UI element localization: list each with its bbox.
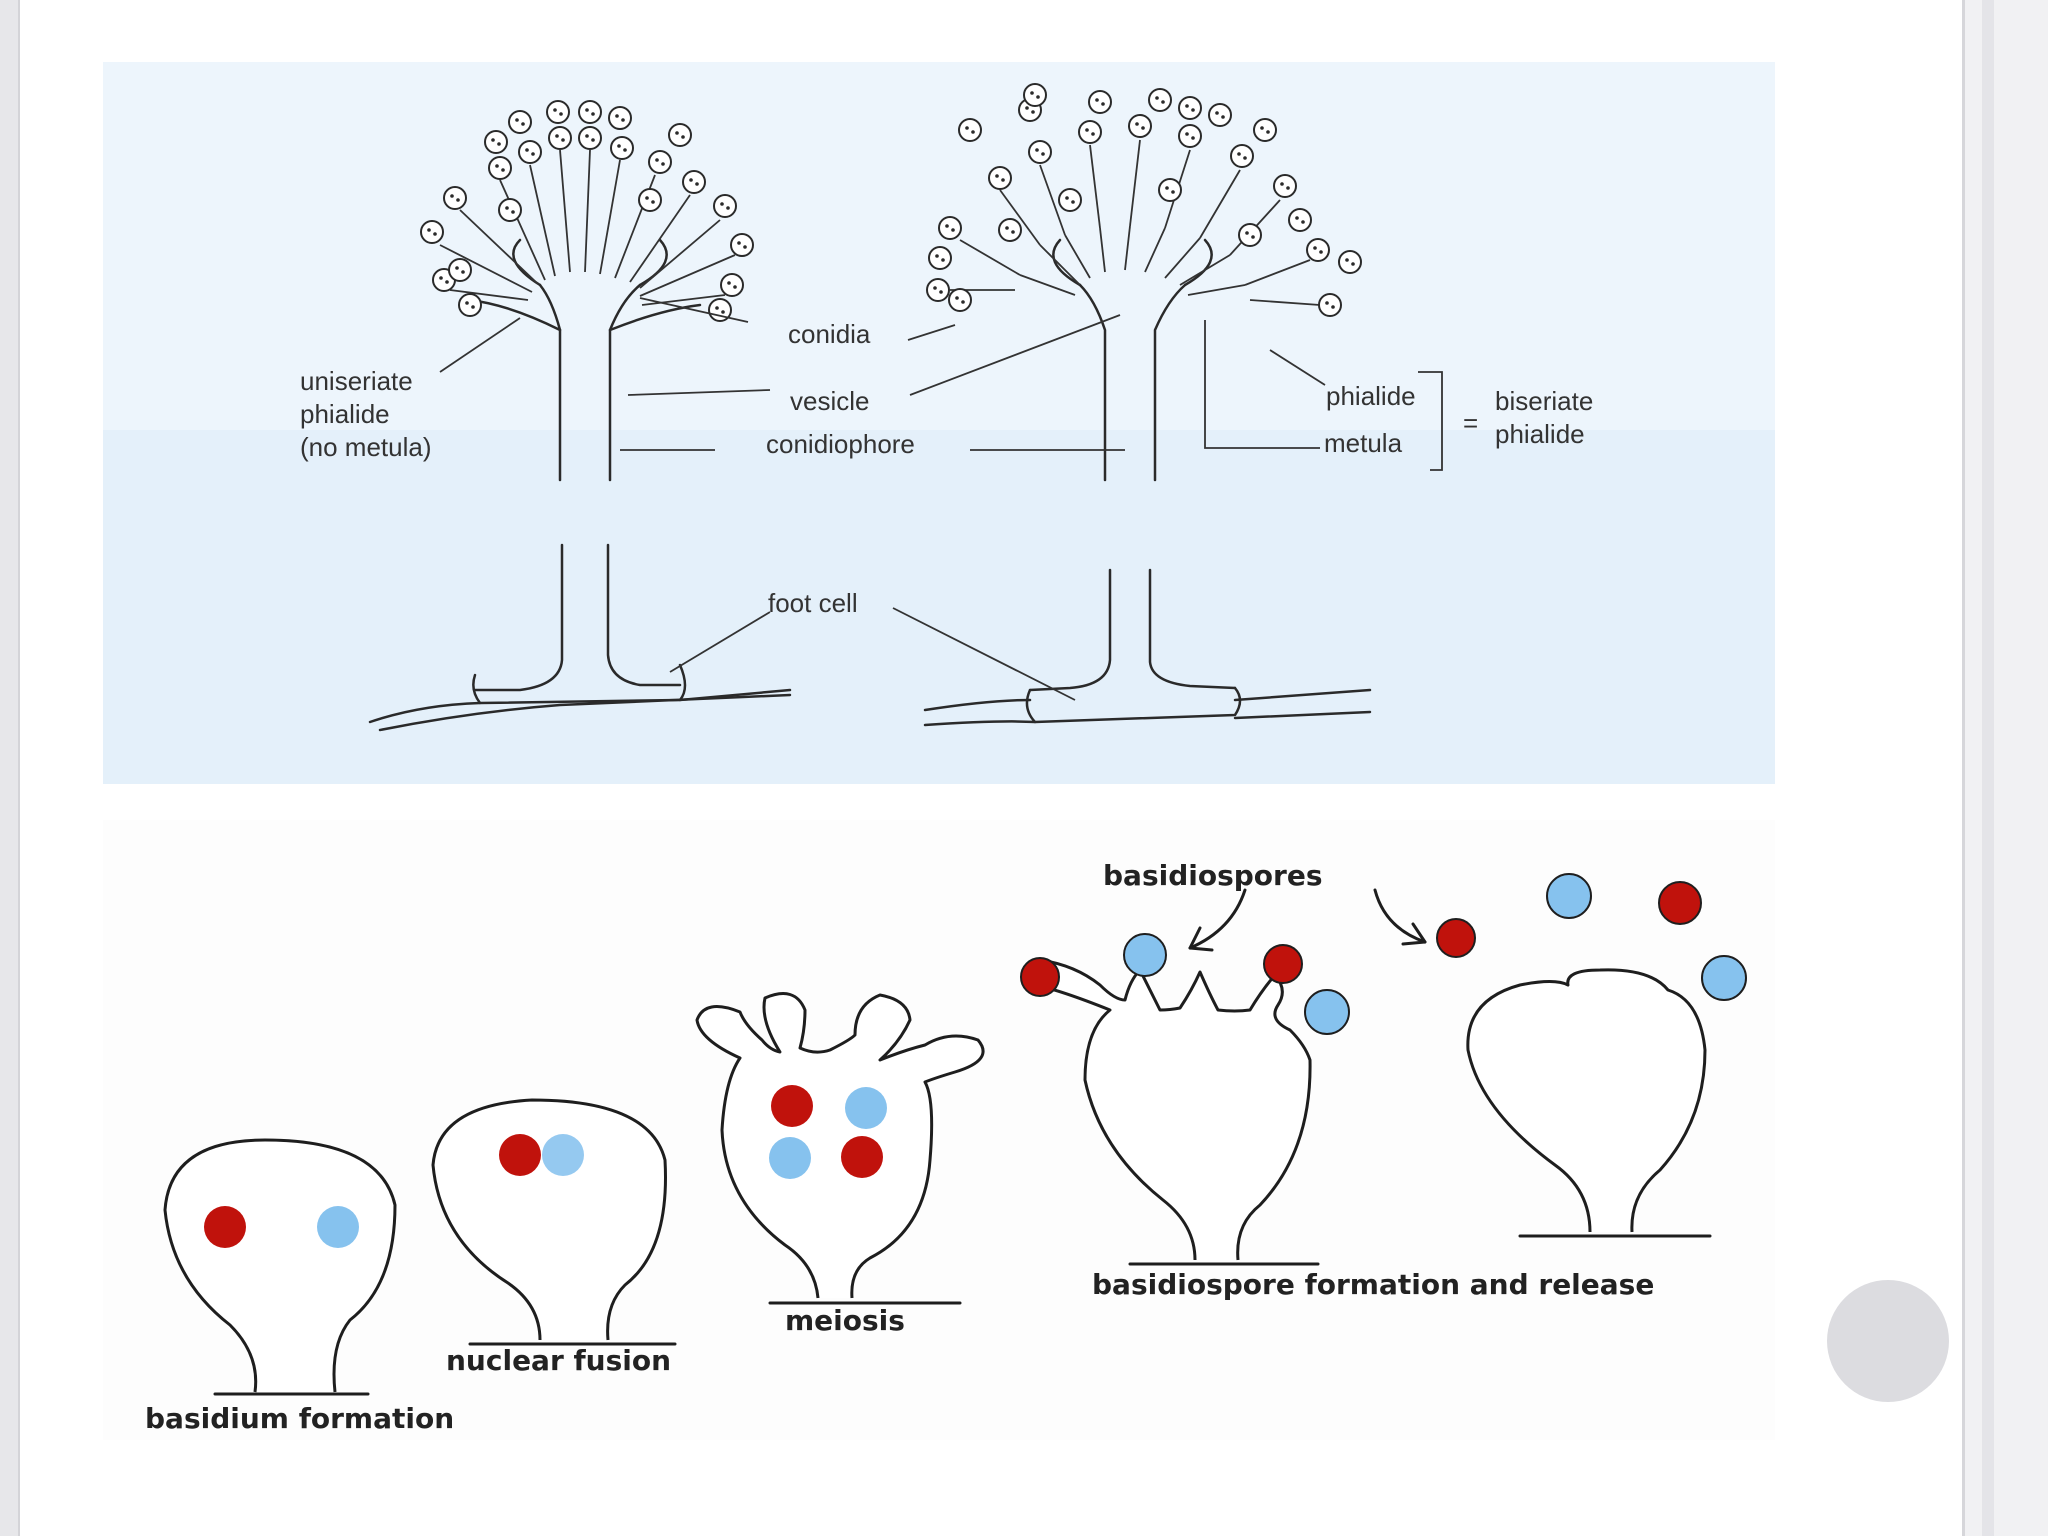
biseriate-conidiophore <box>923 83 1372 727</box>
label-vesicle: vesicle <box>790 386 869 416</box>
label-no-metula: (no metula) <box>300 432 432 462</box>
label-conidia: conidia <box>788 319 871 349</box>
basidium-figure-panel <box>103 820 1775 1440</box>
label-basidiospores: basidiospores <box>1103 859 1323 892</box>
label-equals: = <box>1463 408 1478 438</box>
label-phialide: phialide <box>1326 381 1416 411</box>
window-left-edge <box>0 0 20 1536</box>
stage-meiosis <box>695 992 985 1305</box>
label-foot-cell: foot cell <box>768 588 858 618</box>
label-uniseriate: uniseriate <box>300 366 413 396</box>
stage-basidium-formation <box>163 1138 397 1396</box>
stage-nuclear-fusion <box>431 1098 677 1346</box>
slide-nav-button[interactable] <box>1827 1280 1949 1402</box>
label-nuclear-fusion: nuclear fusion <box>446 1344 671 1377</box>
label-uniseriate-phialide: phialide <box>300 399 390 429</box>
stage-basidiospore-release <box>1436 873 1747 1238</box>
stage-basidiospore-formation <box>1020 933 1350 1266</box>
label-meiosis: meiosis <box>785 1304 905 1337</box>
uniseriate-conidiophore <box>368 100 792 732</box>
aspergillus-leader-lines <box>439 297 1443 701</box>
label-basidium-formation: basidium formation <box>145 1402 454 1435</box>
label-biseriate: biseriate <box>1495 386 1593 416</box>
slide-scrollbar-track[interactable] <box>1962 0 2048 1536</box>
label-basidiospore-formation-release: basidiospore formation and release <box>1092 1268 1654 1301</box>
basidiospore-arrows <box>1188 888 1427 952</box>
label-metula: metula <box>1324 428 1403 458</box>
label-conidiophore: conidiophore <box>766 429 915 459</box>
label-biseriate-phialide: phialide <box>1495 419 1585 449</box>
slide-scrollbar-thumb[interactable] <box>1982 0 1994 1536</box>
